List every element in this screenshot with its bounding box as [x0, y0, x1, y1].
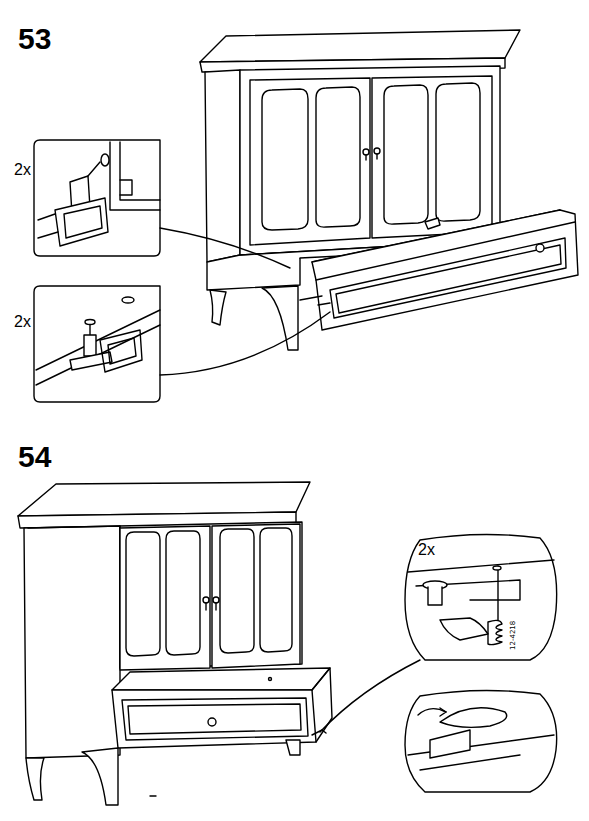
step-number: 54	[18, 442, 51, 472]
step-number: 53	[18, 24, 51, 54]
part-code: 12-4218	[510, 621, 517, 650]
quantity-label: 2x	[14, 162, 31, 178]
cabinet-step-54	[18, 482, 420, 805]
detail-inset-1	[34, 140, 290, 268]
detail-inset-2	[34, 286, 330, 402]
cabinet-step-53	[200, 30, 578, 350]
detail-inset-3	[405, 534, 557, 660]
detail-inset-4	[405, 690, 557, 792]
quantity-label: 2x	[418, 542, 435, 558]
quantity-label: 2x	[14, 314, 31, 330]
